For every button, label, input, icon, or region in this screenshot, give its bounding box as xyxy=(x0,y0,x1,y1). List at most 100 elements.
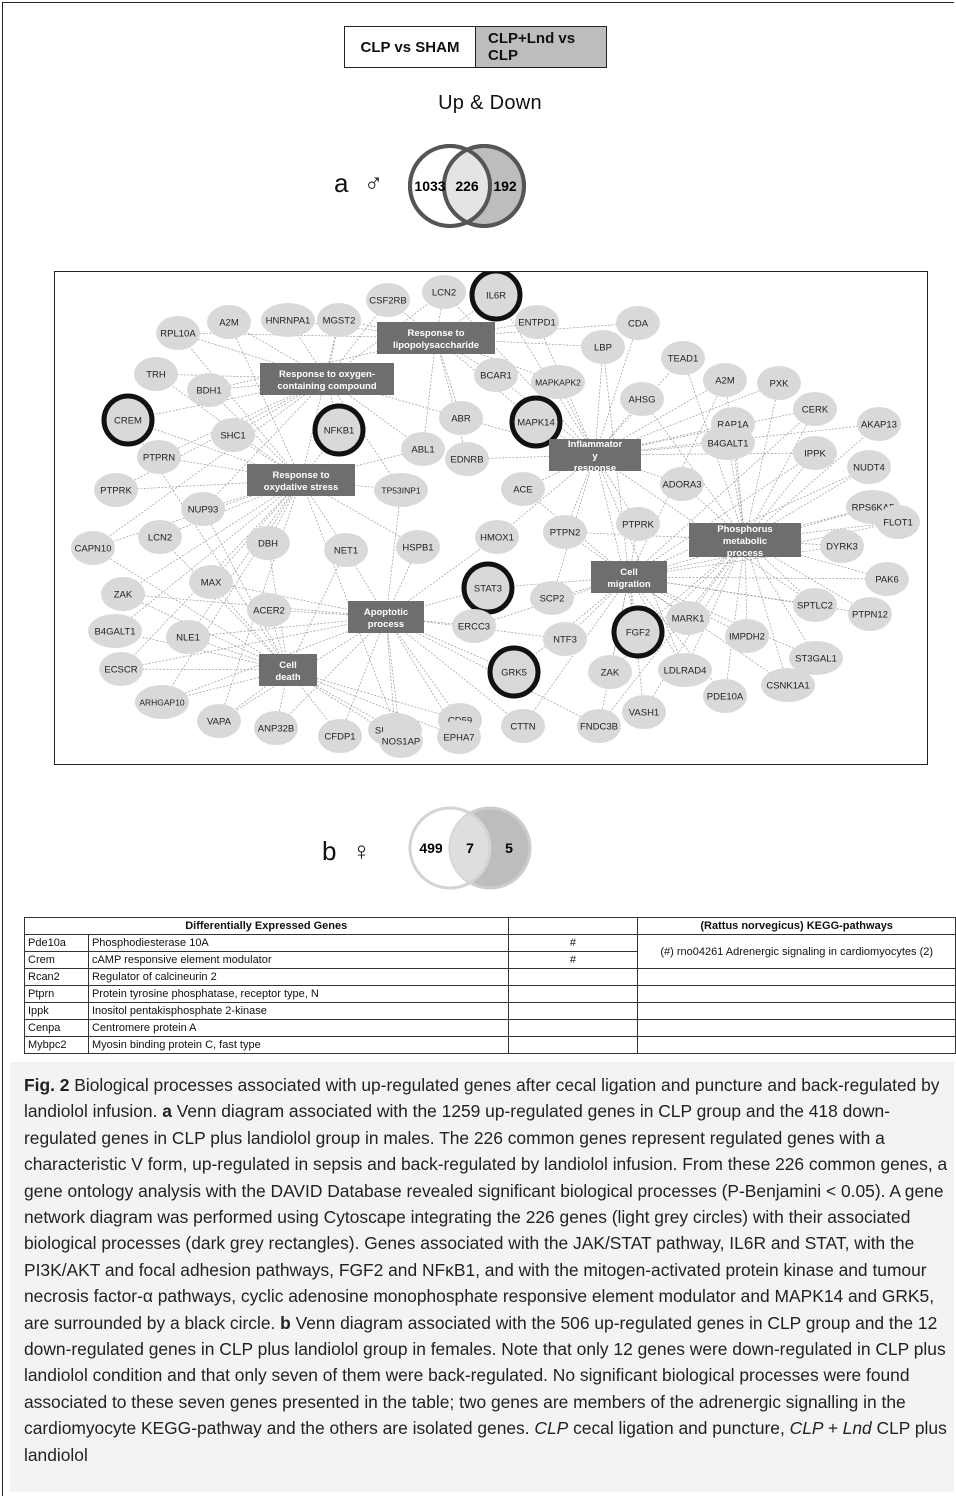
gene-label: LBP xyxy=(594,343,612,354)
kegg-mark xyxy=(507,985,639,1003)
network-edge xyxy=(339,616,387,737)
network-edge xyxy=(637,539,746,633)
network-edge xyxy=(536,321,596,456)
gene-label: DBH xyxy=(258,539,278,550)
gene-node-hnrnpa1: HNRNPA1 xyxy=(261,303,315,337)
network-edge xyxy=(628,576,888,580)
gene-node-zak: ZAK xyxy=(101,577,145,611)
gene-node-pak6: PAK6 xyxy=(865,562,909,596)
network-edge xyxy=(598,576,630,727)
venn-b-overlap xyxy=(449,813,491,883)
gene-node-crem: CREM xyxy=(101,393,155,447)
network-edge xyxy=(326,299,389,380)
gene-node-nup93: NUP93 xyxy=(181,492,225,526)
venn-a-overlap xyxy=(444,150,490,222)
table-row: Rcan2 Regulator of calcineurin 2 xyxy=(24,968,956,986)
gene-label: A2M xyxy=(219,318,239,329)
gene-node-zak: ZAK xyxy=(588,655,632,689)
gene-symbol: Mybpc2 xyxy=(24,1036,89,1054)
gene-label: BCAR1 xyxy=(480,371,512,382)
network-edge xyxy=(744,382,780,541)
gene-label: ENTPD1 xyxy=(518,318,555,329)
gene-label: NOS1AP xyxy=(382,737,421,748)
gene-node-capn10: CAPN10 xyxy=(71,531,115,565)
gene-label: TP53INP1 xyxy=(381,486,420,496)
legend-clp-lnd-vs-clp: CLP+Lnd vs CLP xyxy=(476,27,606,67)
network-edge xyxy=(155,373,302,481)
gene-node-sptlc2: SPTLC2 xyxy=(793,588,837,622)
kegg-mark xyxy=(507,1002,639,1020)
network-edge xyxy=(161,479,302,703)
gene-node-abl1: ABL1 xyxy=(401,432,445,466)
caption-background xyxy=(10,1062,954,1492)
gene-label: ST3GAL1 xyxy=(795,654,837,665)
gene-label: FLOT1 xyxy=(883,518,913,529)
up-down-label: Up & Down xyxy=(438,92,542,114)
gene-label: NTF3 xyxy=(553,635,577,646)
gene-symbol: Ptprn xyxy=(24,985,89,1003)
gene-node-il6r: IL6R xyxy=(469,268,523,322)
gene-node-ptpn2: PTPN2 xyxy=(543,515,587,549)
gene-node-st3gal1: ST3GAL1 xyxy=(789,641,843,675)
caption-abbr-clp-lnd: CLP + Lnd xyxy=(789,1418,872,1439)
gene-node-anp32b: ANP32B xyxy=(254,711,298,745)
gene-node-a2m: A2M xyxy=(703,363,747,397)
venn-b-common-value: 7 xyxy=(466,840,474,856)
gene-label: MAPK14 xyxy=(517,418,555,429)
gene-label: B4GALT1 xyxy=(707,439,748,450)
gene-node-nfkb1: NFKB1 xyxy=(312,403,366,457)
gene-node-rpl10a: RPL10A xyxy=(156,316,200,350)
process-label: oxydative stress xyxy=(264,482,338,493)
gene-label: MAX xyxy=(201,578,222,589)
gene-label: VAPA xyxy=(207,717,232,728)
network-edge xyxy=(744,408,816,541)
gene-label: ZAK xyxy=(601,668,620,679)
male-symbol-icon: ♂ xyxy=(363,168,384,198)
network-edge xyxy=(385,536,498,618)
process-label: Response to oxygen- xyxy=(279,369,375,380)
kegg-mark xyxy=(507,1036,639,1054)
gene-label: IL6R xyxy=(486,291,506,302)
network-edge xyxy=(598,539,746,727)
gene-node-ptprk: PTPRK xyxy=(94,473,138,507)
gene-label: ECSCR xyxy=(104,665,137,676)
gene-node-ippk: IPPK xyxy=(793,436,837,470)
network-edge xyxy=(385,489,402,618)
venn-b-left-circle xyxy=(408,806,492,890)
network-edge xyxy=(92,378,328,549)
table-row: Mybpc2 Myosin binding protein C, fast ty… xyxy=(24,1036,956,1054)
gene-node-acer2: ACER2 xyxy=(247,593,291,627)
process-label: containing compound xyxy=(277,381,376,392)
gene-node-mapkapk2: MAPKAPK2 xyxy=(531,365,585,399)
gene-node-tp53inp1: TP53INP1 xyxy=(374,473,428,507)
table-row: Pde10a Phosphodiesterase 10A # (#) rno04… xyxy=(24,934,956,969)
gene-label: CTTN xyxy=(510,722,535,733)
network-edge xyxy=(300,319,340,481)
gene-node-nle1: NLE1 xyxy=(166,620,210,654)
gene-node-bcar1: BCAR1 xyxy=(474,358,518,392)
network-edge xyxy=(724,539,746,697)
gene-label: CERK xyxy=(802,405,829,416)
gene-label: B4GALT1 xyxy=(94,627,135,638)
network-edge xyxy=(177,332,302,481)
kegg-mark: # xyxy=(507,951,639,969)
gene-label: PTPN12 xyxy=(852,610,888,621)
gene-node-ercc3: ERCC3 xyxy=(452,609,496,643)
venn-a-right-value: 192 xyxy=(493,178,517,194)
kegg-entry: (#) rno04261 Adrenergic signaling in car… xyxy=(637,934,956,969)
gene-node-ptprk: PTPRK xyxy=(616,507,660,541)
process-label: process xyxy=(727,548,763,559)
network-edge xyxy=(155,373,328,380)
kegg-mark xyxy=(507,968,639,986)
network-edge xyxy=(594,379,726,456)
gene-label: IPPK xyxy=(804,449,826,460)
caption-b-text: Venn diagram associated with the 506 up-… xyxy=(24,1312,946,1439)
network-edge xyxy=(522,488,630,578)
gene-label: NUP93 xyxy=(188,505,219,516)
gene-label: ABR xyxy=(451,414,471,425)
gene-node-ptpn12: PTPN12 xyxy=(848,597,892,631)
gene-node-epha7: EPHA7 xyxy=(437,720,481,754)
